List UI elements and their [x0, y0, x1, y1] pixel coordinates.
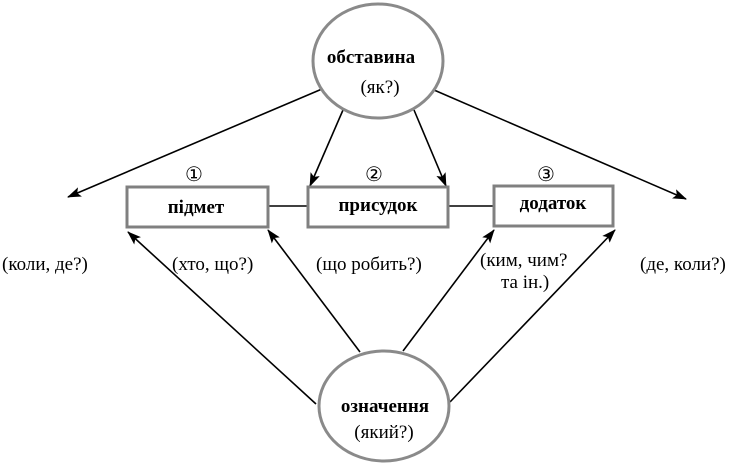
question-pidmet: (хто, що?): [172, 254, 253, 275]
oznachennia-label: означення: [341, 396, 429, 417]
arrow-obstavyna-left: [67, 88, 323, 198]
prysudok-number: ②: [365, 164, 383, 186]
oznachennia-question: (який?): [354, 422, 413, 443]
prysudok-label: присудок: [338, 195, 417, 216]
question-dodatok-line1: (ким, чим?: [480, 250, 567, 271]
node-prysudok: ② присудок: [306, 164, 450, 229]
pidmet-label: підмет: [168, 197, 225, 218]
node-dodatok: ③ додаток: [492, 164, 615, 228]
node-obstavyna: обставина (як?): [311, 2, 445, 120]
node-pidmet: ① підмет: [125, 164, 270, 229]
arrow-oznachennia-dodatok-right: [449, 229, 616, 403]
node-oznachennia: означення (який?): [317, 349, 451, 463]
arrow-oznachennia-prysudok: [267, 229, 361, 353]
dodatok-label: додаток: [520, 193, 587, 214]
question-dodatok-line2: та ін.): [501, 272, 549, 293]
obstavyna-label: обставина: [327, 47, 416, 68]
obstavyna-question: (як?): [360, 77, 399, 98]
question-prysudok: (що робить?): [316, 254, 422, 275]
arrow-oznachennia-dodatok-left: [402, 229, 495, 352]
arrow-obstavyna-prysudok-right: [413, 109, 447, 187]
question-left-circumstance: (коли, де?): [2, 254, 88, 275]
arrow-oznachennia-pidmet: [127, 231, 317, 405]
arrow-obstavyna-prysudok-left: [309, 109, 344, 187]
pidmet-number: ①: [185, 164, 203, 186]
arrow-obstavyna-right: [433, 89, 687, 200]
question-right-circumstance: (де, коли?): [640, 254, 726, 275]
dodatok-number: ③: [537, 164, 555, 186]
